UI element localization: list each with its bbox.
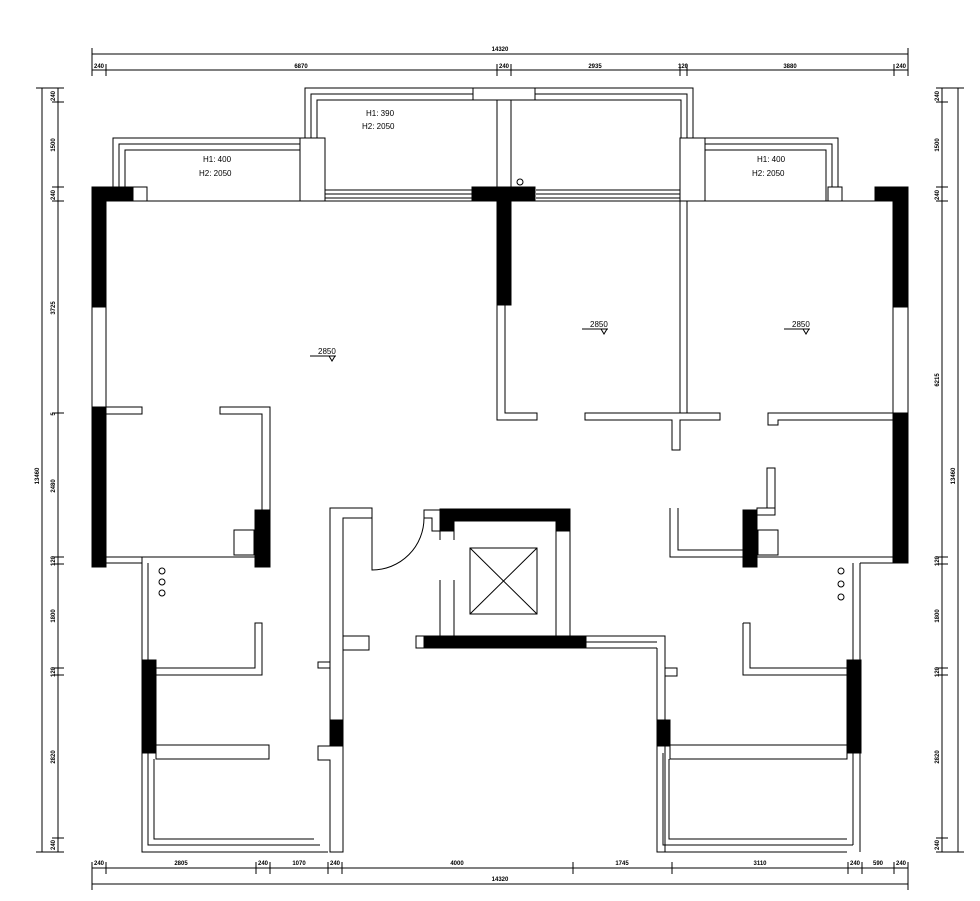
dim-top: 240 <box>896 64 907 70</box>
window-h1-right: H1: 400 <box>757 155 786 164</box>
elevation-value: 2850 <box>792 320 810 329</box>
dim-bottom: 240 <box>850 861 861 867</box>
dim-top: 6870 <box>294 64 308 70</box>
dim-top: 2935 <box>588 64 602 70</box>
window-h2-left: H2: 2050 <box>199 169 232 178</box>
right-lower-rooms <box>656 563 862 853</box>
dim-right: 6215 <box>935 373 941 387</box>
dim-right: 240 <box>935 90 941 101</box>
elevation-value: 2850 <box>318 347 336 356</box>
elevation-value: 2850 <box>590 320 608 329</box>
dim-right-total: 13460 <box>951 467 957 484</box>
elevator-shaft <box>469 547 538 615</box>
window-h1-center: H1: 390 <box>366 109 395 118</box>
elevation-marker: 2850 <box>784 320 810 335</box>
dim-right: 1500 <box>935 138 941 152</box>
dim-bottom: 1070 <box>292 861 306 867</box>
balcony-left <box>112 137 326 202</box>
dim-right: 120 <box>935 555 941 566</box>
interior-walls <box>106 201 908 568</box>
window-h1-left: H1: 400 <box>203 155 232 164</box>
dim-bottom: 240 <box>330 861 341 867</box>
dim-bottom: 3110 <box>753 861 767 867</box>
exterior-walls <box>91 186 909 568</box>
dim-top: 240 <box>94 64 105 70</box>
balcony-center <box>304 87 706 202</box>
dim-right: 1800 <box>935 609 941 623</box>
dim-left-total: 13460 <box>35 467 41 484</box>
dim-bottom-total: 14320 <box>492 877 509 883</box>
dim-top-total: 14320 <box>492 47 509 53</box>
dim-left: 240 <box>51 839 57 850</box>
dim-left: 240 <box>51 90 57 101</box>
dim-right: 120 <box>935 666 941 677</box>
dim-bottom: 1745 <box>615 861 629 867</box>
dim-bottom: 590 <box>873 861 884 867</box>
dim-left: 120 <box>51 555 57 566</box>
dim-bottom: 4000 <box>450 861 464 867</box>
dim-right: 240 <box>935 839 941 850</box>
dim-left: 240 <box>51 189 57 200</box>
dim-right: 240 <box>935 189 941 200</box>
dim-bottom: 240 <box>94 861 105 867</box>
dim-bottom: 240 <box>896 861 907 867</box>
dim-left: 120 <box>51 666 57 677</box>
dim-top: 120 <box>678 64 689 70</box>
dim-left: 2480 <box>51 479 57 493</box>
dim-left: 3725 <box>51 301 57 315</box>
balcony-right <box>705 137 843 202</box>
dim-left: 5 <box>51 412 57 416</box>
dim-left: 2820 <box>51 750 57 764</box>
elevator-core <box>415 508 666 852</box>
dim-right: 2820 <box>935 750 941 764</box>
dim-left: 1800 <box>51 609 57 623</box>
dim-bottom: 2805 <box>174 861 188 867</box>
elevation-marker: 2850 <box>582 320 608 335</box>
window-h2-center: H2: 2050 <box>362 122 395 131</box>
bottom-dimension-chain: 240 2805 240 1070 240 4000 1745 3110 240… <box>91 861 909 890</box>
right-dimension-chain: 13460 240 1500 240 6215 120 1800 120 282… <box>935 87 964 853</box>
dim-bottom: 240 <box>258 861 269 867</box>
dim-top: 240 <box>499 64 510 70</box>
dim-left: 1500 <box>51 138 57 152</box>
elevation-marker: 2850 <box>310 347 336 362</box>
left-dimension-chain: 13460 240 1500 240 3725 5 2480 120 1800 … <box>35 87 64 853</box>
window-h2-right: H2: 2050 <box>752 169 785 178</box>
left-lower-rooms <box>141 507 425 853</box>
dim-top: 3880 <box>783 64 797 70</box>
top-dimension-chain: 14320 240 6870 240 2935 120 3880 240 <box>91 47 909 76</box>
